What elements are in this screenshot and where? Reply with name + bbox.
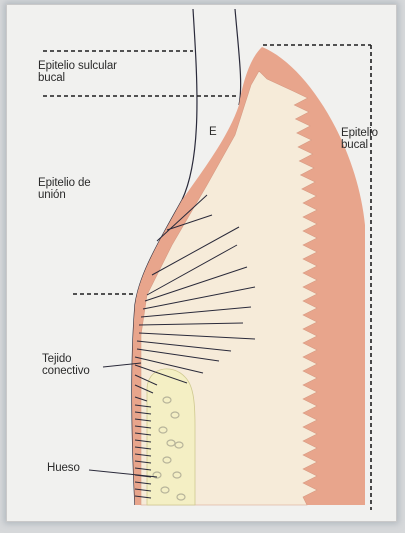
label-tejido-conectivo: Tejido conectivo — [42, 353, 90, 377]
label-epitelio-de-union: Epitelio de unión — [38, 177, 91, 201]
label-epitelio-bucal: Epitelio bucal — [341, 127, 378, 151]
alveolar-bone — [147, 369, 195, 505]
figure-frame: Epitelio sulcular bucal Epitelio de unió… — [6, 4, 397, 522]
tooth-outer-line — [235, 9, 241, 105]
label-epitelio-sulcular-bucal: Epitelio sulcular bucal — [38, 60, 117, 84]
label-e: E — [209, 126, 217, 138]
gingiva-diagram — [7, 5, 405, 533]
label-hueso: Hueso — [47, 462, 80, 474]
